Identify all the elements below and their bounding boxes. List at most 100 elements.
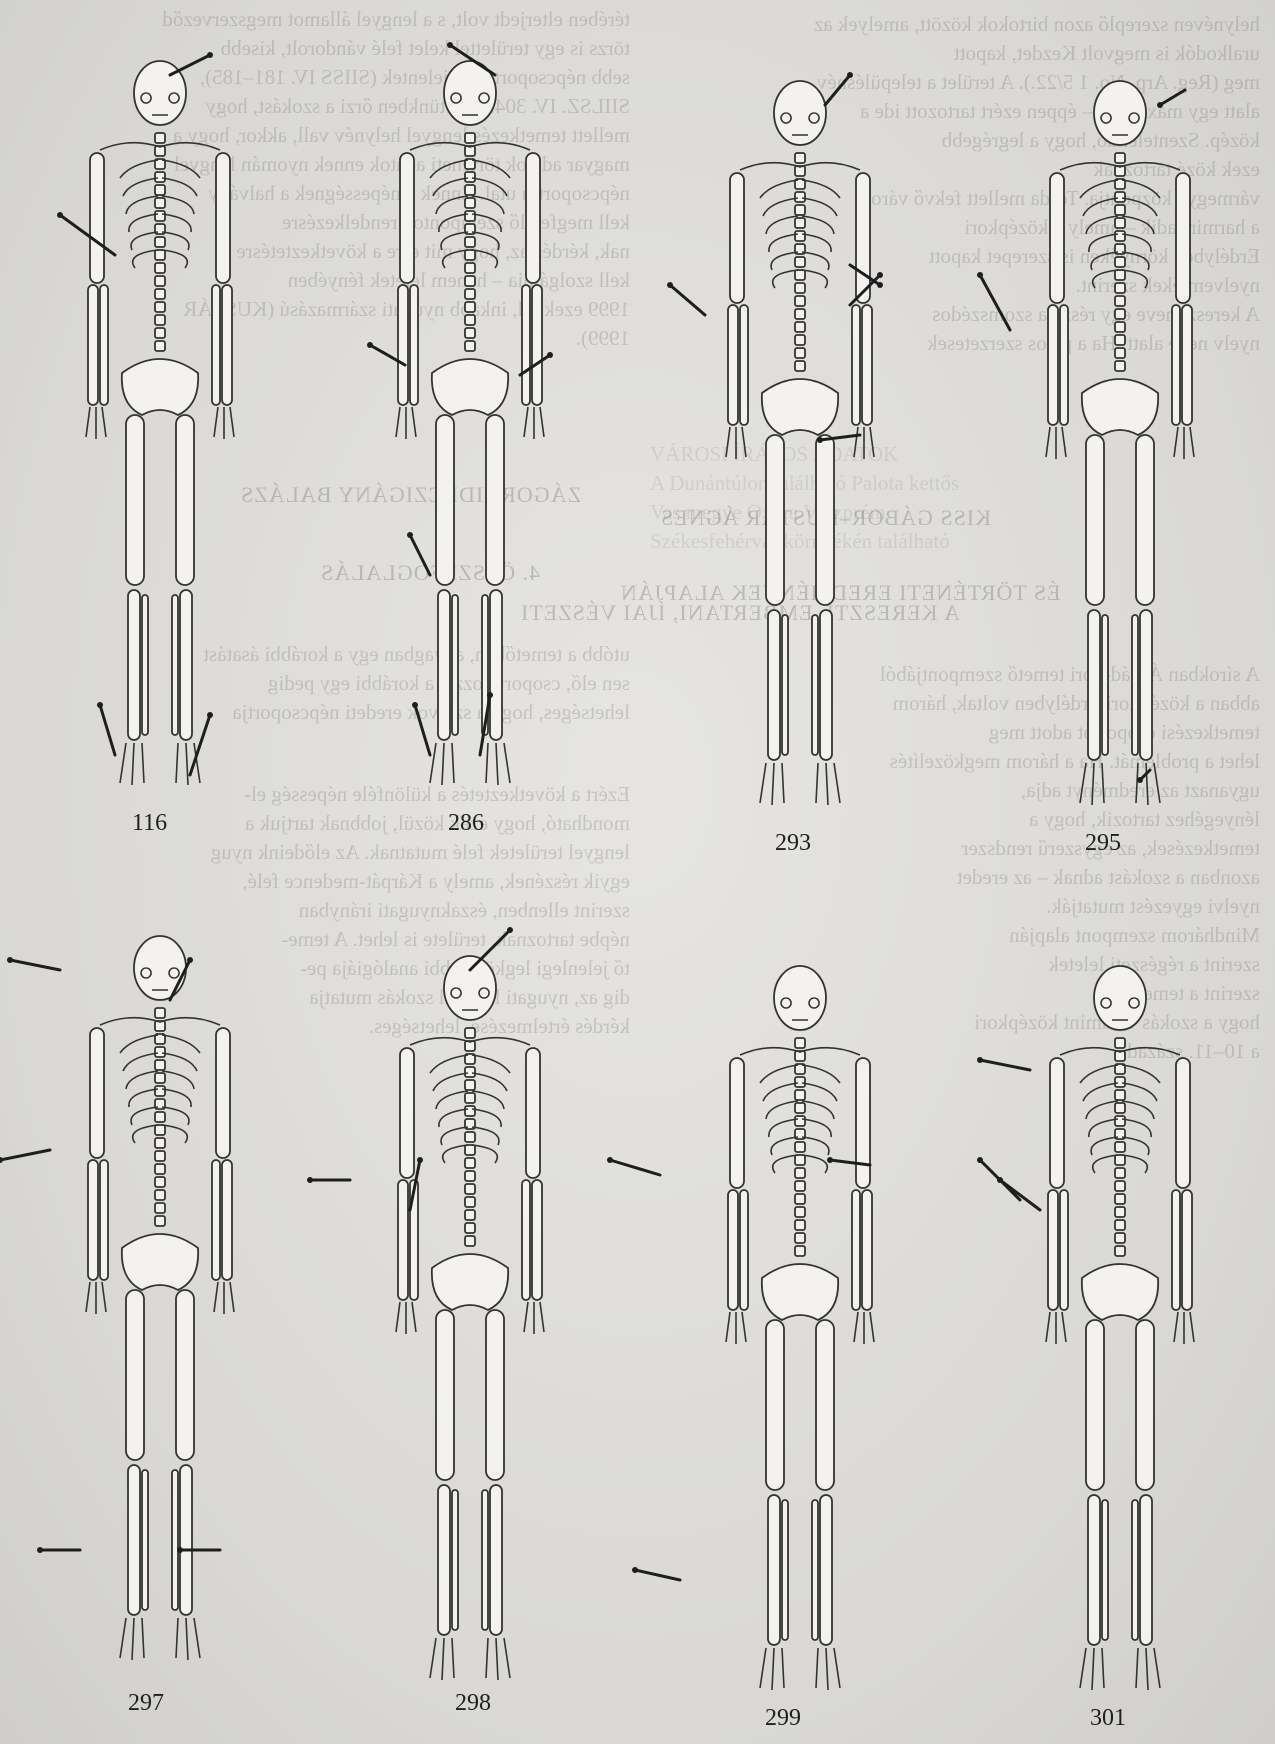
forearm-left xyxy=(728,305,738,425)
pelvis xyxy=(122,359,198,415)
rib xyxy=(766,1101,798,1119)
humerus-left xyxy=(1050,1058,1064,1188)
vertebra xyxy=(1115,322,1125,332)
vertebra xyxy=(795,1090,805,1100)
rib xyxy=(433,178,468,196)
nail-head xyxy=(0,1157,3,1163)
humerus-left xyxy=(730,173,744,303)
forearm-left xyxy=(100,1160,108,1280)
vertebra xyxy=(795,1181,805,1191)
nail-head xyxy=(177,1547,183,1553)
hand-left xyxy=(86,1282,106,1314)
rib xyxy=(430,160,468,178)
tibia-left xyxy=(1088,610,1100,760)
rib xyxy=(1122,234,1151,252)
vertebra xyxy=(795,1077,805,1087)
forearm-left xyxy=(1048,1190,1058,1310)
vertebra xyxy=(465,1197,475,1207)
tibia-left xyxy=(768,1495,780,1645)
vertebra xyxy=(155,289,165,299)
fibula-right xyxy=(172,1470,178,1610)
vertebra xyxy=(155,211,165,221)
nail-head xyxy=(877,282,883,288)
vertebra xyxy=(1115,1142,1125,1152)
nail-head xyxy=(412,702,418,708)
vertebra xyxy=(795,1103,805,1113)
nail-head xyxy=(37,1547,43,1553)
vertebra xyxy=(155,341,165,351)
nail-head xyxy=(207,712,213,718)
rib xyxy=(1086,216,1118,234)
nail-head xyxy=(1137,777,1143,783)
forearm-right xyxy=(532,1180,542,1300)
forearm-left xyxy=(1060,1190,1068,1310)
rib xyxy=(1122,198,1157,216)
figure-label-297: 297 xyxy=(128,1690,164,1717)
fibula-left xyxy=(1102,615,1108,755)
femur-right xyxy=(816,1320,834,1490)
rib xyxy=(162,214,191,232)
vertebra xyxy=(465,276,475,286)
forearm-right xyxy=(1182,305,1192,425)
vertebra xyxy=(155,1008,165,1018)
forearm-right xyxy=(222,1160,232,1280)
vertebra xyxy=(155,263,165,273)
rib xyxy=(162,1035,200,1053)
nail-head xyxy=(187,957,193,963)
humerus-left xyxy=(400,153,414,283)
rib xyxy=(802,1065,840,1083)
vertebra xyxy=(1115,1103,1125,1113)
femur-right xyxy=(1136,1320,1154,1490)
rib xyxy=(766,216,798,234)
rib xyxy=(430,1055,468,1073)
hand-right xyxy=(1174,1312,1194,1344)
vertebra xyxy=(1115,283,1125,293)
foot-left xyxy=(1080,1648,1104,1690)
rib xyxy=(760,180,798,198)
vertebra xyxy=(1115,257,1125,267)
vertebra xyxy=(795,1207,805,1217)
femur-left xyxy=(766,1320,784,1490)
vertebra xyxy=(155,1164,165,1174)
rib xyxy=(472,232,499,250)
rib xyxy=(802,1101,834,1119)
vertebra xyxy=(155,237,165,247)
hand-left xyxy=(726,1312,746,1344)
foot-left xyxy=(430,743,454,785)
fibula-right xyxy=(482,1490,488,1630)
rib xyxy=(1086,1101,1118,1119)
nail-head xyxy=(407,532,413,538)
skeleton-drawing xyxy=(370,950,570,1695)
foot-right xyxy=(486,743,510,785)
rib xyxy=(802,180,840,198)
vertebra xyxy=(1115,1155,1125,1165)
femur-left xyxy=(126,415,144,585)
vertebra xyxy=(155,1216,165,1226)
figure-label-293: 293 xyxy=(775,830,811,857)
rib xyxy=(162,178,197,196)
fibula-left xyxy=(782,615,788,755)
forearm-left xyxy=(728,1190,738,1310)
vertebra xyxy=(465,250,475,260)
vertebra xyxy=(1115,1181,1125,1191)
vertebra xyxy=(465,263,475,273)
forearm-right xyxy=(1172,305,1180,425)
forearm-right xyxy=(1172,1190,1180,1310)
skeleton-drawing xyxy=(60,55,260,800)
vertebra xyxy=(795,322,805,332)
nail-head xyxy=(7,957,13,963)
fibula-left xyxy=(452,595,458,735)
hand-right xyxy=(524,407,544,439)
vertebra xyxy=(795,153,805,163)
forearm-right xyxy=(1182,1190,1192,1310)
bleed-line: temetkezések, az egyszerű rendszer xyxy=(650,834,1260,863)
femur-left xyxy=(1086,435,1104,605)
vertebra xyxy=(1115,309,1125,319)
rib xyxy=(1089,1119,1118,1137)
bleed-line: lengyel területek felé mutatnak. Az előd… xyxy=(20,838,630,867)
rib xyxy=(1089,234,1118,252)
vertebra xyxy=(465,185,475,195)
humerus-right xyxy=(526,1048,540,1178)
rib xyxy=(123,1053,158,1071)
vertebra xyxy=(155,198,165,208)
